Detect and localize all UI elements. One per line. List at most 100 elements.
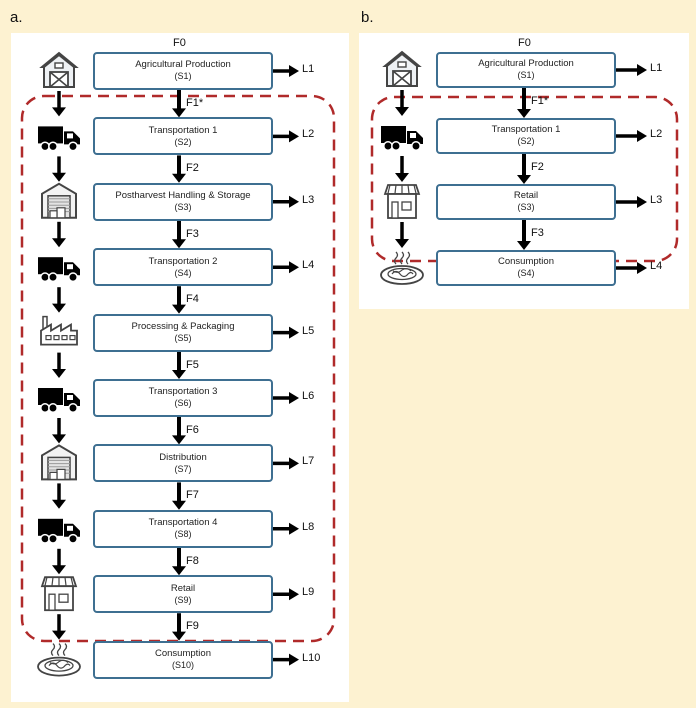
stage-name: Transportation 1 (491, 124, 561, 136)
stage-box: Retail(S3) (436, 184, 616, 220)
stage-box: Transportation 3(S6) (93, 379, 273, 417)
loss-arrow (616, 130, 647, 142)
stage-name: Postharvest Handling & Storage (115, 190, 251, 202)
icon-flow-arrow (395, 156, 409, 182)
loss-arrow (616, 64, 647, 76)
stage-name: Transportation 1 (148, 124, 218, 136)
stage-id: (S4) (174, 267, 192, 278)
stage-id: (S4) (517, 268, 535, 279)
truck-icon (38, 257, 80, 283)
flow-arrow (517, 154, 531, 184)
truck-icon (381, 126, 423, 151)
food-plate-icon (37, 643, 81, 677)
stage-id: (S1) (174, 71, 192, 82)
icon-flow-arrow (52, 287, 66, 313)
icon-flow-arrow (52, 352, 66, 378)
icon-flow-arrow (52, 614, 66, 640)
stage-box: Transportation 2(S4) (93, 248, 273, 287)
stage-id: (S3) (517, 202, 535, 213)
loss-arrow (273, 457, 299, 470)
store-icon (40, 576, 78, 612)
loss-label: L5 (302, 324, 315, 337)
flow-label: F9 (186, 620, 199, 633)
loss-label: L1 (650, 62, 663, 74)
stage-box: Agricultural Production(S1) (436, 52, 616, 88)
panel-a-diagram (20, 51, 336, 677)
truck-icon (38, 518, 80, 544)
flow-label: F2 (531, 161, 544, 173)
loss-label: L3 (302, 193, 315, 206)
icon-flow-arrow (395, 222, 409, 248)
stage-name: Transportation 3 (148, 386, 218, 398)
stage-id: (S2) (517, 136, 535, 147)
flow-arrow (172, 417, 186, 445)
flow-arrow (172, 90, 186, 118)
flow-arrow (172, 613, 186, 641)
icon-flow-arrow (52, 156, 66, 182)
flow-arrow (172, 351, 186, 379)
flow-arrow (517, 220, 531, 250)
loss-arrow (273, 588, 299, 601)
stage-box: Transportation 4(S8) (93, 509, 273, 548)
loss-label: L4 (302, 259, 315, 272)
panel-b-label: b. (361, 9, 374, 26)
loss-arrow (273, 130, 299, 143)
flow-arrow (517, 88, 531, 118)
loss-arrow (616, 262, 647, 274)
stage-name: Transportation 2 (148, 255, 218, 267)
stage-name: Processing & Packaging (131, 321, 235, 333)
loss-arrow (273, 65, 299, 77)
icon-flow-arrow (52, 418, 66, 444)
barn-icon (382, 50, 422, 87)
stage-box: Postharvest Handling & Storage(S3) (93, 182, 273, 221)
stage-box: Retail(S9) (93, 575, 273, 614)
stage-name: Consumption (498, 256, 554, 268)
flow-label: F4 (186, 293, 199, 306)
flow-arrow (172, 482, 186, 510)
stage-box: Distribution(S7) (93, 444, 273, 483)
stage-id: (S2) (174, 136, 192, 147)
loss-arrow (273, 522, 299, 535)
loss-label: L9 (302, 586, 315, 599)
stage-name: Retail (170, 582, 196, 594)
flow-label: F3 (186, 227, 199, 240)
loss-arrow (273, 653, 299, 666)
loss-arrow (273, 326, 299, 339)
stage-name: Consumption (155, 648, 211, 660)
icon-flow-arrow (395, 90, 409, 116)
icon-flow-arrow (52, 221, 66, 248)
loss-arrow (273, 195, 299, 208)
loss-label: L8 (302, 520, 315, 533)
stage-name: Transportation 4 (148, 517, 218, 529)
loss-arrow (616, 196, 647, 208)
stage-name: Agricultural Production (135, 59, 231, 71)
flow-label: F8 (186, 554, 199, 567)
stage-id: (S8) (174, 529, 192, 540)
stage-name: Agricultural Production (478, 58, 574, 70)
truck-icon (38, 388, 80, 413)
stage-box: Transportation 1(S2) (436, 118, 616, 154)
flow-arrow (172, 220, 186, 249)
loss-label: L6 (302, 390, 315, 402)
loss-arrow (273, 392, 299, 404)
flow-label: F1* (531, 95, 549, 107)
food-plate-icon (380, 251, 424, 285)
icon-flow-arrow (52, 548, 66, 575)
stage-id: (S10) (171, 659, 194, 670)
icon-flow-arrow (52, 91, 66, 117)
truck-icon (38, 126, 80, 152)
icon-flow-arrow (52, 483, 66, 509)
stage-id: (S9) (174, 594, 192, 605)
loss-label: L4 (650, 260, 663, 272)
stage-id: (S5) (174, 332, 192, 343)
warehouse-icon (41, 182, 77, 219)
flow-arrow (172, 286, 186, 314)
stage-id: (S7) (174, 463, 192, 474)
loss-label: L1 (302, 63, 315, 75)
loss-label: L2 (302, 128, 315, 141)
flow-arrow (172, 547, 186, 576)
flow-label: F7 (186, 489, 199, 502)
stage-box: Consumption(S10) (93, 640, 273, 679)
loss-arrow (273, 261, 299, 274)
